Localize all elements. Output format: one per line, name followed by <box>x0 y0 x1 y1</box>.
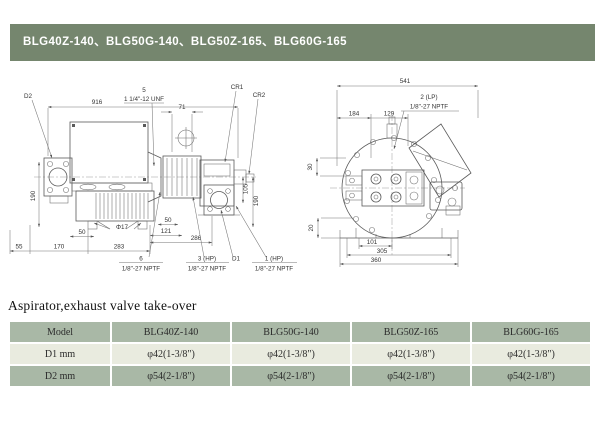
label-cr1: CR1 <box>231 84 244 91</box>
label-286: 286 <box>191 235 202 242</box>
d2-value-1: φ54(2-1/8") <box>110 364 232 388</box>
side-view <box>34 121 256 230</box>
end-view-dimensions: 541 2 (LP) 1/8"-27 NPTF 184 129 30 20 <box>307 78 479 267</box>
label-916: 916 <box>92 99 103 106</box>
label-305: 305 <box>377 248 388 255</box>
label-55: 55 <box>15 244 23 251</box>
col-header-blg40z-140: BLG40Z-140 <box>110 320 232 344</box>
label-541: 541 <box>400 78 411 85</box>
label-phi17: Φ17 <box>116 224 129 231</box>
label-50b: 50 <box>164 217 172 224</box>
label-190-right: 190 <box>253 195 260 206</box>
label-283: 283 <box>114 244 125 251</box>
d2-value-2: φ54(2-1/8") <box>230 364 352 388</box>
label-port3: 3 (HP) <box>198 256 216 263</box>
label-184: 184 <box>349 111 360 118</box>
d1-value-1: φ42(1-3/8") <box>110 342 232 366</box>
label-170: 170 <box>54 244 65 251</box>
label-port5: 5 <box>142 87 146 94</box>
d1-value-2: φ42(1-3/8") <box>230 342 352 366</box>
label-101: 101 <box>367 239 378 246</box>
technical-drawing: D2 916 5 1 1/4"-12 UNF 71 CR1 CR2 <box>9 78 479 273</box>
row-label-d2: D2 mm <box>8 364 112 388</box>
label-20: 20 <box>308 224 315 232</box>
label-port5-thread: 1 1/4"-12 UNF <box>124 96 164 103</box>
label-lp2-thread: 1/8"-27 NPTF <box>410 104 448 111</box>
valve-takeover-table: Model BLG40Z-140 BLG50G-140 BLG50Z-165 B… <box>8 320 592 388</box>
model-title-bar: BLG40Z-140、BLG50G-140、BLG50Z-165、BLG60G-… <box>10 24 595 61</box>
label-port3-thread: 1/8"-27 NPTF <box>188 266 226 273</box>
label-cr2: CR2 <box>253 92 266 99</box>
d1-value-3: φ42(1-3/8") <box>350 342 472 366</box>
table-row-d2: D2 mm φ54(2-1/8") φ54(2-1/8") φ54(2-1/8"… <box>8 364 592 388</box>
label-360: 360 <box>371 257 382 264</box>
col-header-blg50z-165: BLG50Z-165 <box>350 320 472 344</box>
section-title: Aspirator,exhaust valve take-over <box>8 298 197 313</box>
col-header-blg50g-140: BLG50G-140 <box>230 320 352 344</box>
row-label-d1: D1 mm <box>8 342 112 366</box>
d2-value-3: φ54(2-1/8") <box>350 364 472 388</box>
label-port6-thread: 1/8"-27 NPTF <box>122 266 160 273</box>
label-port6: 6 <box>139 256 143 263</box>
col-header-model: Model <box>8 320 112 344</box>
d2-value-4: φ54(2-1/8") <box>470 364 592 388</box>
table-header-row: Model BLG40Z-140 BLG50G-140 BLG50Z-165 B… <box>8 320 592 344</box>
side-view-dimensions: D2 916 5 1 1/4"-12 UNF 71 CR1 CR2 <box>9 84 297 273</box>
label-port1: 1 (HP) <box>265 256 283 263</box>
label-190-left: 190 <box>30 190 37 201</box>
col-header-blg60g-165: BLG60G-165 <box>470 320 592 344</box>
label-50a: 50 <box>78 229 86 236</box>
label-30: 30 <box>307 163 314 171</box>
label-d1: D1 <box>232 256 241 263</box>
label-lp2: 2 (LP) <box>420 94 437 101</box>
label-d2: D2 <box>24 93 33 100</box>
d1-value-4: φ42(1-3/8") <box>470 342 592 366</box>
label-71: 71 <box>178 104 186 111</box>
label-121: 121 <box>161 228 172 235</box>
label-105: 105 <box>243 183 250 194</box>
table-row-d1: D1 mm φ42(1-3/8") φ42(1-3/8") φ42(1-3/8"… <box>8 342 592 366</box>
label-port1-thread: 1/8"-27 NPTF <box>255 266 293 273</box>
end-view <box>330 114 472 255</box>
label-129: 129 <box>384 111 395 118</box>
